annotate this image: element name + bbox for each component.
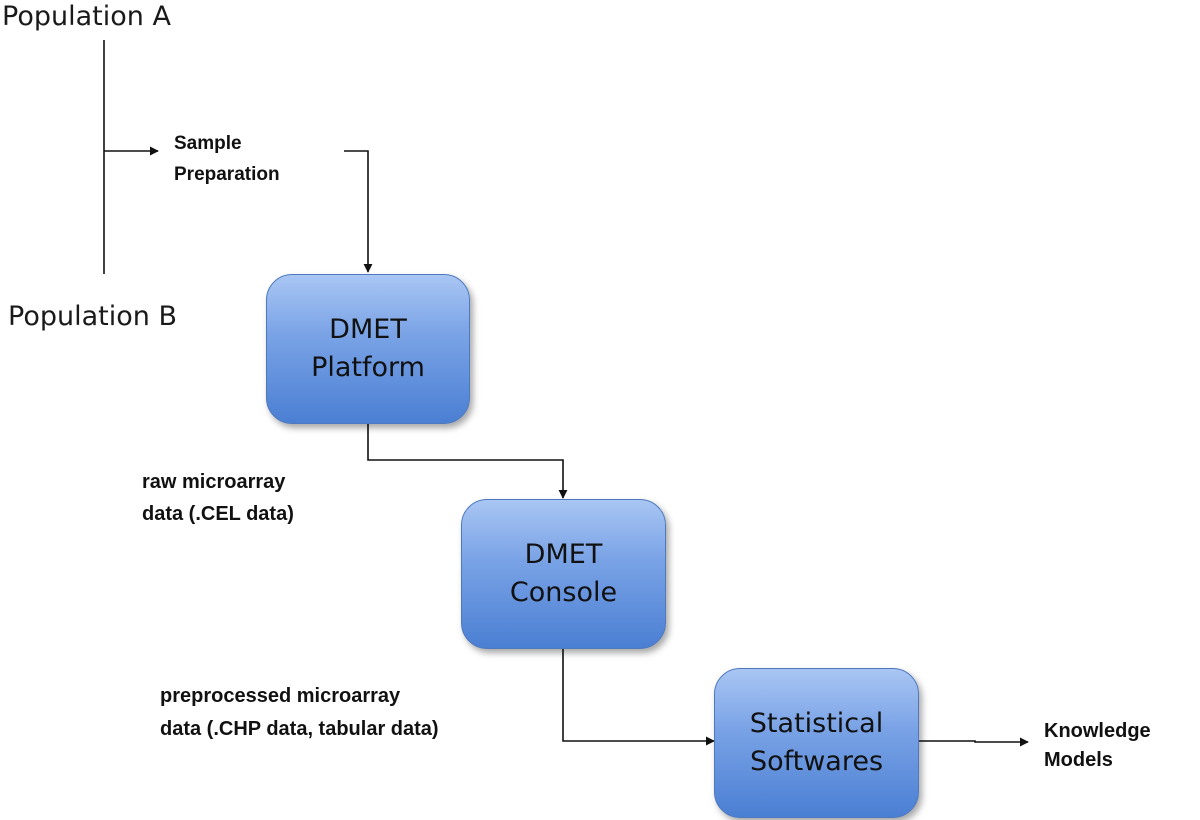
dmet-console-line1: DMET (524, 539, 603, 570)
population-a-label: Population A (2, 1, 171, 32)
sample-preparation-line1: Sample (174, 133, 242, 154)
knowledge-models-label: Knowledge Models (1044, 717, 1151, 775)
preprocessed-data-label: preprocessed microarray data (.CHP data,… (160, 680, 439, 746)
dmet-platform-line1: DMET (329, 314, 407, 345)
dmet-platform-node: DMET Platform (266, 274, 470, 424)
platform-to-console-arrow (367, 424, 568, 499)
console-to-statistical-arrow (562, 648, 715, 746)
statistical-softwares-line2: Softwares (749, 746, 884, 777)
population-b-label: Population B (8, 301, 177, 332)
dmet-platform-line2: Platform (311, 352, 425, 383)
raw-data-line1: raw microarray (142, 471, 286, 493)
knowledge-models-line2: Models (1044, 749, 1113, 771)
raw-data-line2: data (.CEL data) (142, 503, 294, 525)
dmet-console-line2: Console (509, 577, 618, 608)
statistical-softwares-node: Statistical Softwares (714, 668, 919, 818)
sample-preparation-line2: Preparation (174, 164, 280, 185)
sample-preparation-label: Sample Preparation (174, 128, 280, 190)
preprocessed-data-line2: data (.CHP data, tabular data) (160, 718, 439, 740)
raw-data-label: raw microarray data (.CEL data) (142, 466, 294, 530)
statistical-to-knowledge-arrow (917, 737, 1029, 747)
preprocessed-data-line1: preprocessed microarray (160, 685, 401, 707)
dmet-console-node: DMET Console (461, 499, 666, 649)
sample-to-platform-arrow (344, 150, 373, 273)
knowledge-models-line1: Knowledge (1044, 720, 1151, 742)
statistical-softwares-line1: Statistical (749, 708, 884, 739)
